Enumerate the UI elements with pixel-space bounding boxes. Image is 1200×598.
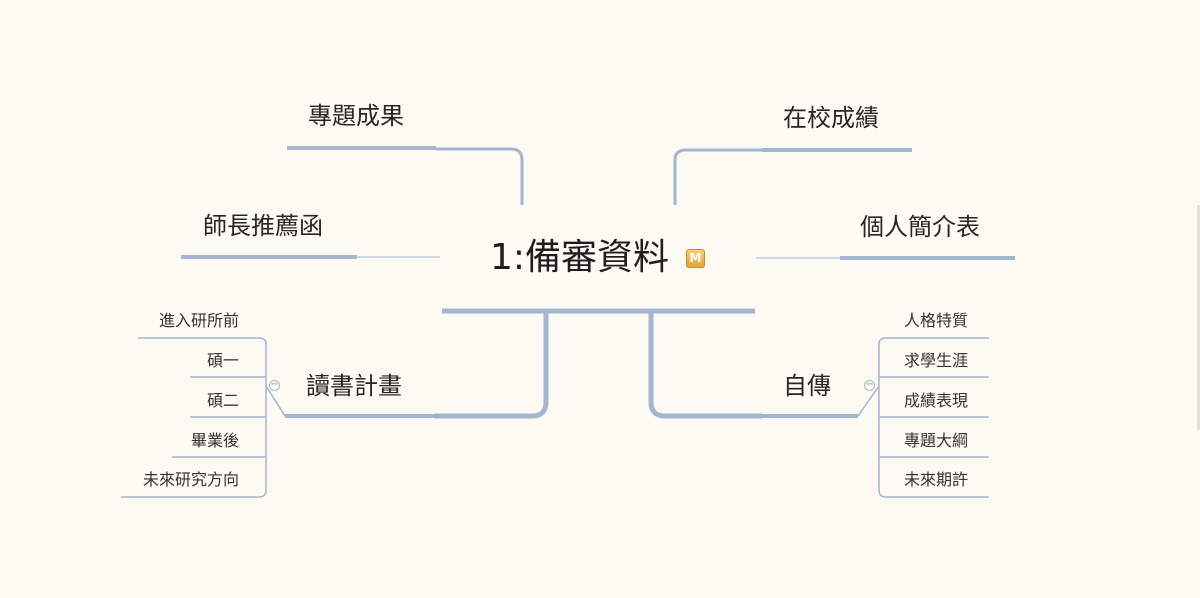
vertical-scrollbar[interactable] xyxy=(1197,205,1200,430)
task-marker-icon[interactable]: M xyxy=(686,249,705,268)
topic-project-results[interactable]: 專題成果 xyxy=(308,102,404,130)
subtopic-autobiography[interactable]: 求學生涯 xyxy=(904,351,969,370)
topic-study-plan[interactable]: 讀書計畫 xyxy=(306,372,402,400)
subtopic-study-plan[interactable]: 畢業後 xyxy=(190,431,239,450)
branch-school-grades xyxy=(673,148,762,205)
topic-school-grades[interactable]: 在校成績 xyxy=(783,104,879,132)
subtopic-study-plan[interactable]: 未來研究方向 xyxy=(142,470,239,489)
subtopic-study-plan[interactable]: 進入研所前 xyxy=(158,311,239,330)
study-plan-bracket xyxy=(121,337,286,498)
branch-project-results xyxy=(436,147,524,205)
subtopic-autobiography[interactable]: 未來期許 xyxy=(904,470,969,489)
subtopic-autobiography[interactable]: 成績表現 xyxy=(904,391,969,410)
subtopic-autobiography[interactable]: 專題大綱 xyxy=(904,431,969,450)
branch-autobiography xyxy=(648,313,762,419)
collapse-icon[interactable]: − xyxy=(864,379,875,391)
subtopic-autobiography[interactable]: 人格特質 xyxy=(904,311,969,330)
topic-recommendation-letter[interactable]: 師長推薦函 xyxy=(203,212,323,240)
collapse-icon[interactable]: − xyxy=(269,379,280,391)
topic-autobiography[interactable]: 自傳 xyxy=(783,372,831,400)
autobiography-bracket xyxy=(857,337,989,498)
central-topic[interactable]: 1:備審資料 xyxy=(490,237,670,278)
subtopic-study-plan[interactable]: 碩二 xyxy=(206,391,239,410)
topic-personal-profile[interactable]: 個人簡介表 xyxy=(860,213,980,241)
subtopic-study-plan[interactable]: 碩一 xyxy=(206,351,239,370)
branch-study-plan xyxy=(434,313,549,419)
